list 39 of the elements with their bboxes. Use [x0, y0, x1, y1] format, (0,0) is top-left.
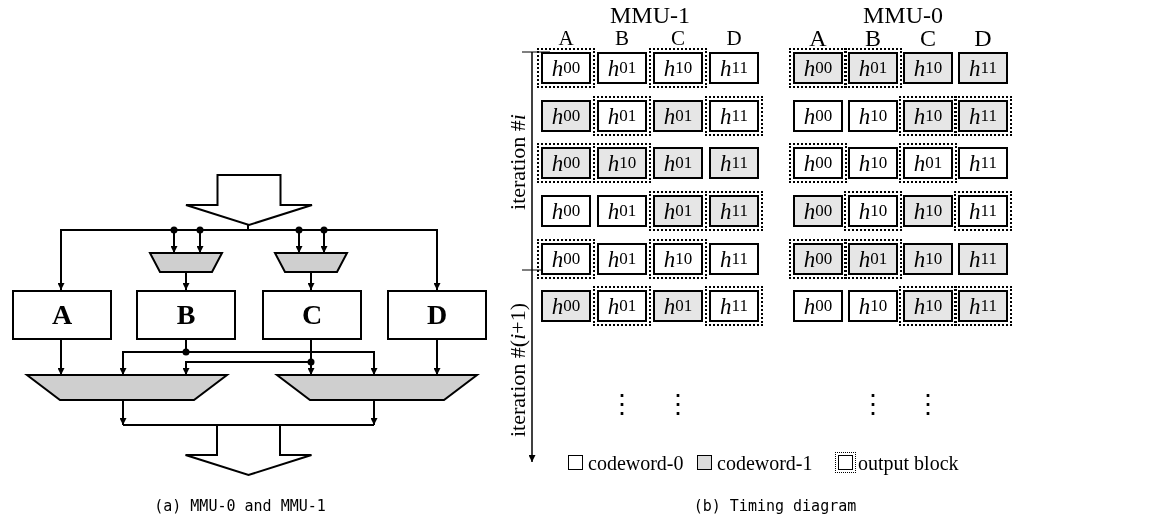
arrow — [182, 271, 190, 291]
arrow — [370, 399, 378, 426]
arrow — [119, 399, 127, 426]
column-heading: A — [809, 26, 827, 50]
arrow — [307, 271, 315, 291]
column-heading: D — [974, 26, 992, 50]
legend-label: codeword-1 — [717, 453, 813, 473]
memory-block: B — [136, 290, 236, 340]
vertical-ellipsis: ⋮ — [609, 392, 635, 418]
multiplexer-symbol — [150, 253, 222, 272]
iteration-label: iteration #(i+1) — [507, 303, 529, 437]
column-heading: C — [671, 27, 685, 49]
column-heading: B — [615, 27, 629, 49]
column-heading: D — [726, 27, 742, 49]
arrow — [307, 339, 315, 376]
memory-block: A — [12, 290, 112, 340]
column-heading: C — [920, 26, 936, 50]
multiplexer-symbol — [275, 253, 347, 272]
column-heading: A — [558, 27, 574, 49]
legend-label: output block — [858, 453, 959, 473]
figure-caption: (b) Timing diagram — [693, 498, 857, 514]
arrow — [433, 339, 441, 376]
multiplexer-symbol — [277, 375, 477, 400]
memory-block: C — [262, 290, 362, 340]
arrow — [57, 339, 65, 376]
vertical-ellipsis: ⋮ — [860, 392, 886, 418]
unit-heading: MMU-0 — [863, 3, 943, 27]
unit-heading: MMU-1 — [610, 3, 690, 27]
figure-caption: (a) MMU-0 and MMU-1 — [154, 498, 326, 514]
arrow — [185, 339, 378, 376]
block-arrow — [186, 175, 312, 225]
vertical-ellipsis: ⋮ — [915, 392, 941, 418]
block-arrow — [122, 425, 375, 475]
iteration-label: iteration #i — [507, 114, 529, 210]
multiplexer-symbol — [27, 375, 227, 400]
memory-block: D — [387, 290, 487, 340]
legend-label: codeword-0 — [588, 453, 684, 473]
column-heading: B — [865, 26, 881, 50]
vertical-ellipsis: ⋮ — [665, 392, 691, 418]
